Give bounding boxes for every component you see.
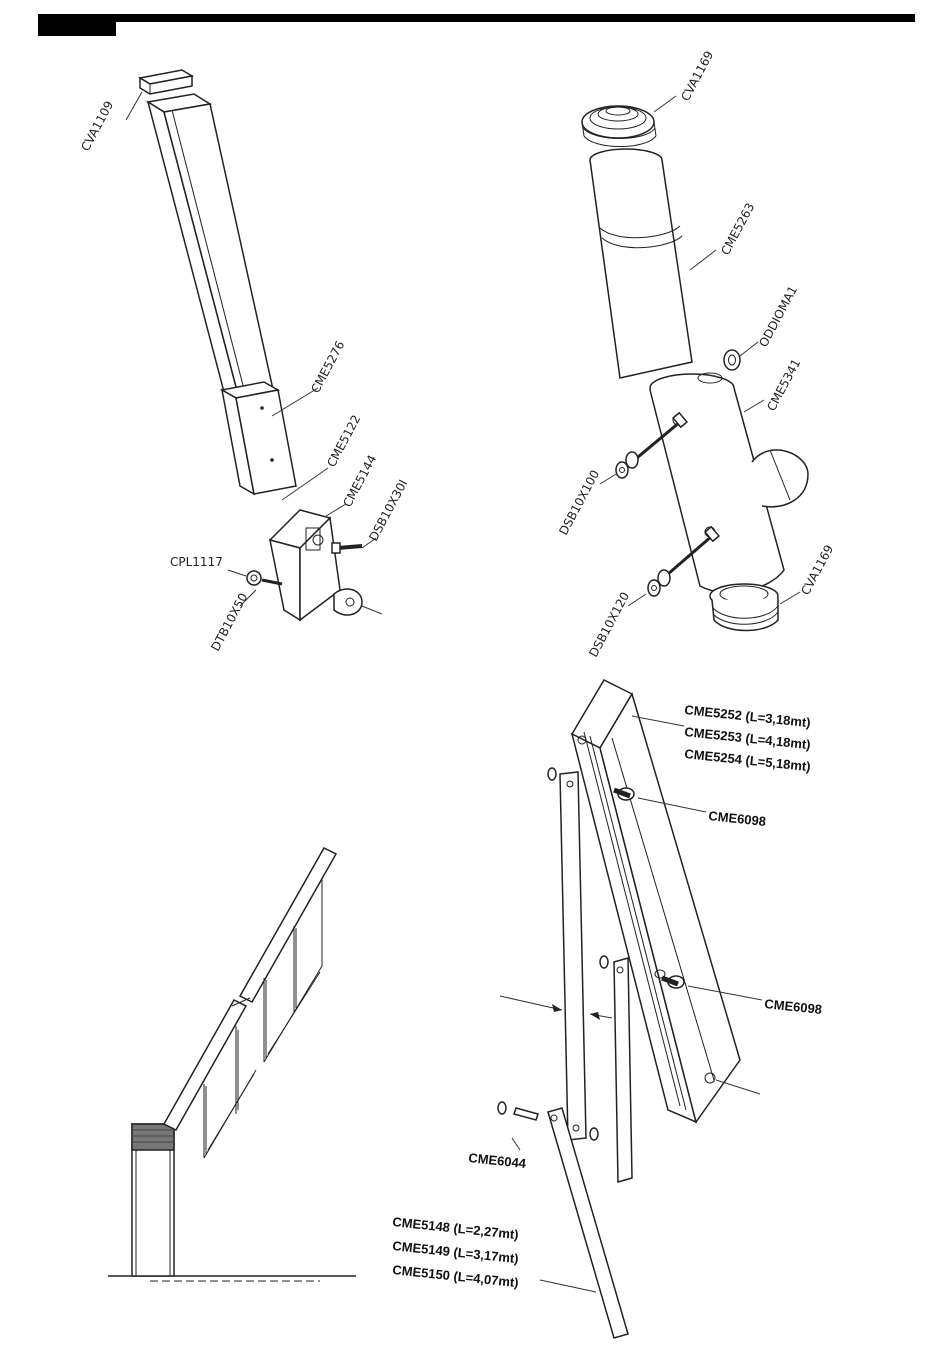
- label-dsb10x30i: DSB10X30I: [366, 477, 410, 543]
- label-pin-1: CME6098: [708, 808, 767, 829]
- label-cme5122: CME5122: [324, 413, 363, 470]
- barrier-skirt: [204, 878, 322, 1158]
- ringed-cap-bottom: [710, 584, 778, 631]
- label-cva1169-top: CVA1169: [678, 49, 716, 104]
- label-cva1109: CVA1109: [78, 99, 116, 154]
- ringed-cap-top: [582, 106, 656, 147]
- label-pin-2: CME6098: [764, 996, 823, 1017]
- label-cme5263: CME5263: [718, 201, 757, 258]
- washer-oddioma1: [724, 350, 740, 370]
- inner-tube: [590, 149, 692, 378]
- header-bar-tab: [38, 14, 116, 36]
- label-rod-1: CME5148 (L=2,27mt): [392, 1214, 520, 1242]
- label-cme5276: CME5276: [308, 339, 347, 396]
- dimension-marker: [500, 996, 612, 1020]
- base-block: [270, 510, 382, 620]
- label-dtb10x50: DTB10X50: [208, 591, 250, 654]
- panel-bottom-left: [108, 848, 356, 1281]
- panel-top-left: CVA1109 CME5276 CME5122 CME5144 DSB10X30…: [78, 70, 410, 653]
- label-dsb10x120: DSB10X120: [586, 590, 632, 660]
- pin-cme6044: [498, 1102, 538, 1120]
- label-rod-3: CME5150 (L=4,07mt): [392, 1262, 520, 1290]
- label-pin-3: CME6044: [468, 1150, 528, 1171]
- label-cme5341: CME5341: [764, 357, 803, 414]
- main-beam: [572, 680, 760, 1122]
- label-dsb10x100: DSB10X100: [556, 468, 602, 538]
- panel-top-right: CVA1169 CME5263 ODDIOMA1 CME5341 DSB10X1…: [556, 49, 836, 660]
- short-rod: [614, 958, 632, 1182]
- label-rod-2: CME5149 (L=3,17mt): [392, 1238, 520, 1266]
- upper-tube: [148, 94, 274, 402]
- label-cva1169-bottom: CVA1169: [798, 543, 836, 598]
- post-head: [132, 1124, 174, 1150]
- lower-sleeve: [222, 382, 296, 494]
- label-cme5144: CME5144: [340, 453, 379, 510]
- label-cpl1117: CPL1117: [170, 555, 223, 569]
- bolt-dsb10x30: [332, 543, 362, 553]
- lower-rod: [548, 1108, 628, 1338]
- label-oddioma1: ODDIOMA1: [756, 284, 800, 350]
- upper-rod: [560, 772, 586, 1140]
- barrier-boom: [164, 848, 336, 1130]
- panel-bottom-right: CME5252 (L=3,18mt) CME5253 (L=4,18mt) CM…: [392, 680, 823, 1338]
- cap-part: [140, 70, 192, 94]
- outer-tube: [650, 373, 808, 593]
- header-bar-thin: [38, 14, 915, 22]
